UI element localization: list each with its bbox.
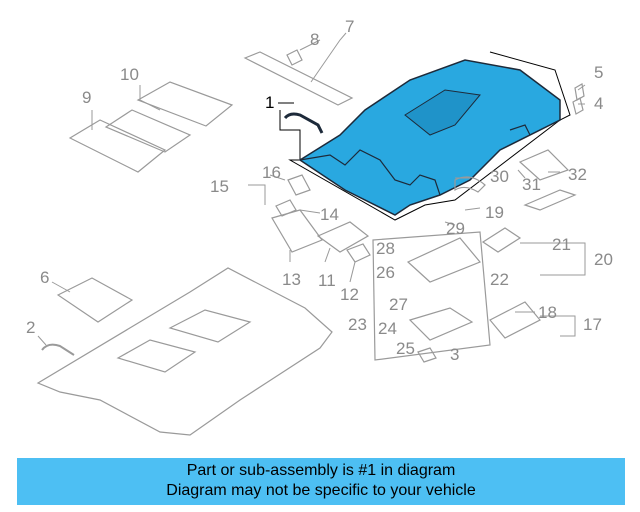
callout-12: 12 xyxy=(340,285,359,304)
callout-19: 19 xyxy=(485,203,504,222)
callout-25: 25 xyxy=(396,339,415,358)
part-32-lens xyxy=(523,189,577,211)
parts-diagram: 1 2 3 4 5 6 7 8 9 10 11 12 13 14 15 16 1… xyxy=(26,17,613,436)
callout-29: 29 xyxy=(446,219,465,238)
part-24-lens xyxy=(408,307,474,341)
part-22-lamp xyxy=(481,227,522,253)
part-23-group-outline xyxy=(372,231,491,361)
callout-9: 9 xyxy=(82,88,91,107)
part-6-sunroof-glass xyxy=(56,277,134,323)
part-3-bulb xyxy=(417,347,437,363)
callout-20: 20 xyxy=(594,250,613,269)
callout-5: 5 xyxy=(594,63,603,82)
part-31-lamp xyxy=(518,149,570,181)
callout-21: 21 xyxy=(552,235,571,254)
callout-8: 8 xyxy=(310,30,319,49)
part-28-console xyxy=(406,237,481,283)
banner-line-1: Part or sub-assembly is #1 in diagram xyxy=(186,462,456,479)
part-16-bracket xyxy=(287,174,311,196)
callout-27: 27 xyxy=(389,295,408,314)
info-banner: Part or sub-assembly is #1 in diagram Di… xyxy=(17,458,625,505)
part-14-screw xyxy=(275,199,297,217)
part-1-shape xyxy=(298,59,561,216)
callout-23: 23 xyxy=(348,315,367,334)
part-1-headliner[interactable] xyxy=(279,51,571,221)
part-10-panel-b xyxy=(136,81,234,127)
banner-line-2: Diagram may not be specific to your vehi… xyxy=(166,482,476,499)
callout-14: 14 xyxy=(320,205,339,224)
callout-16: 16 xyxy=(262,163,281,182)
callout-28: 28 xyxy=(376,239,395,258)
lower-headliner xyxy=(36,267,333,436)
part-9-panel xyxy=(68,119,167,173)
part-30-clip xyxy=(454,176,486,193)
callout-11: 11 xyxy=(318,271,336,290)
callout-1: 1 xyxy=(265,93,274,112)
part-11-visor-holder xyxy=(316,221,370,253)
callout-7: 7 xyxy=(345,17,354,36)
callout-18: 18 xyxy=(538,303,557,322)
callout-24: 24 xyxy=(378,319,397,338)
callout-15: 15 xyxy=(210,177,229,196)
part-17-lamp xyxy=(489,301,541,339)
callout-32: 32 xyxy=(568,165,587,184)
callout-31: 31 xyxy=(522,175,541,194)
part-1-outline xyxy=(279,51,571,221)
leader-lines xyxy=(37,32,586,346)
part-8-clip xyxy=(286,49,303,66)
callout-10: 10 xyxy=(120,65,139,84)
callout-4: 4 xyxy=(594,94,603,113)
part-2-handle xyxy=(41,343,75,356)
callout-2: 2 xyxy=(26,318,35,337)
part-1-front-edge xyxy=(299,149,441,196)
part-10-panel-a xyxy=(104,109,192,153)
part-1-sunroof-opening xyxy=(404,89,481,136)
part-1-rear-detail xyxy=(509,124,531,136)
callout-13: 13 xyxy=(282,270,301,289)
callout-26: 26 xyxy=(376,263,395,282)
callout-6: 6 xyxy=(40,268,49,287)
part-4-screw xyxy=(572,97,584,115)
part-13-sun-visor xyxy=(271,209,323,253)
lower-headliner-sunroof-front xyxy=(116,339,197,373)
lower-headliner-sunroof-rear xyxy=(168,309,252,343)
callout-22: 22 xyxy=(490,270,509,289)
part-5-clip xyxy=(574,83,585,101)
callout-30: 30 xyxy=(490,167,509,186)
part-12-clip xyxy=(346,243,371,263)
callout-3: 3 xyxy=(450,345,459,364)
part-grab-handle-small xyxy=(283,112,324,134)
part-7-strip xyxy=(243,51,354,106)
callout-17: 17 xyxy=(583,315,602,334)
